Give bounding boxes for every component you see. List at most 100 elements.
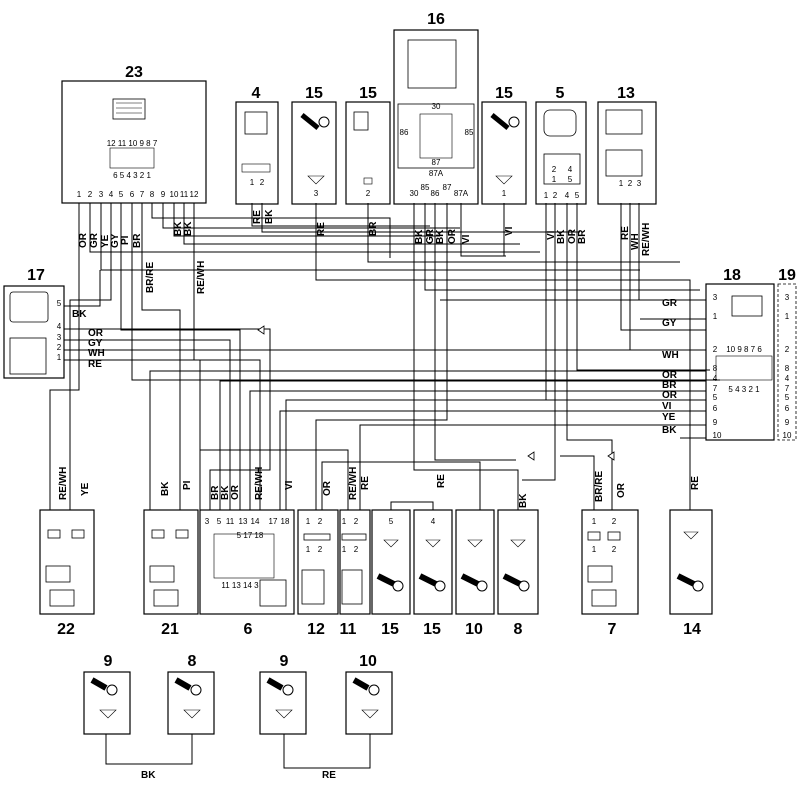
svg-text:VI: VI bbox=[461, 234, 472, 244]
svg-text:8: 8 bbox=[514, 621, 523, 638]
svg-text:RE: RE bbox=[690, 476, 701, 490]
component-9a: 9 bbox=[83, 653, 131, 735]
svg-text:BK: BK bbox=[183, 221, 194, 236]
svg-text:WH: WH bbox=[662, 350, 679, 361]
svg-text:BK: BK bbox=[556, 229, 567, 244]
svg-text:12: 12 bbox=[190, 190, 199, 199]
svg-text:8: 8 bbox=[150, 190, 155, 199]
svg-text:1: 1 bbox=[57, 353, 62, 362]
svg-text:9: 9 bbox=[161, 190, 166, 199]
svg-text:1: 1 bbox=[592, 517, 597, 526]
svg-text:BR: BR bbox=[577, 229, 588, 244]
svg-text:10: 10 bbox=[359, 653, 377, 670]
svg-text:BK: BK bbox=[435, 229, 446, 244]
svg-text:17: 17 bbox=[269, 517, 278, 526]
svg-text:15: 15 bbox=[359, 85, 377, 102]
svg-text:VI: VI bbox=[662, 401, 672, 412]
svg-text:21: 21 bbox=[161, 621, 179, 638]
svg-text:RE/WH: RE/WH bbox=[196, 261, 207, 294]
svg-text:87A: 87A bbox=[429, 169, 444, 178]
svg-text:7: 7 bbox=[713, 384, 718, 393]
svg-text:22: 22 bbox=[57, 621, 75, 638]
component-8b: 8 bbox=[167, 653, 215, 735]
component-6: 3 5 11 13 14 17 18 5 17 18 11 13 14 3 6 bbox=[199, 509, 295, 638]
svg-text:2: 2 bbox=[785, 345, 790, 354]
svg-text:3: 3 bbox=[713, 293, 718, 302]
svg-text:85: 85 bbox=[465, 128, 474, 137]
svg-text:2: 2 bbox=[318, 545, 323, 554]
svg-text:15: 15 bbox=[423, 621, 441, 638]
svg-text:OR: OR bbox=[616, 482, 627, 498]
svg-text:BK: BK bbox=[173, 221, 184, 236]
svg-text:4: 4 bbox=[57, 322, 62, 331]
component-15d: 5 15 bbox=[371, 509, 411, 638]
svg-text:2: 2 bbox=[318, 517, 323, 526]
svg-text:2: 2 bbox=[612, 545, 617, 554]
svg-text:10: 10 bbox=[713, 431, 722, 440]
svg-text:4: 4 bbox=[785, 374, 790, 383]
svg-text:9: 9 bbox=[104, 653, 113, 670]
svg-text:2: 2 bbox=[366, 189, 371, 198]
svg-text:OR: OR bbox=[662, 390, 678, 401]
svg-text:4: 4 bbox=[109, 190, 114, 199]
svg-text:OR: OR bbox=[322, 480, 333, 496]
svg-text:2: 2 bbox=[612, 517, 617, 526]
svg-text:1: 1 bbox=[713, 312, 718, 321]
svg-text:3: 3 bbox=[57, 333, 62, 342]
svg-text:OR: OR bbox=[230, 484, 241, 500]
svg-text:19: 19 bbox=[778, 267, 796, 284]
svg-text:4: 4 bbox=[568, 165, 573, 174]
svg-text:BR: BR bbox=[662, 380, 677, 391]
svg-text:OR: OR bbox=[662, 370, 678, 381]
svg-text:YE: YE bbox=[662, 412, 676, 423]
svg-text:11: 11 bbox=[226, 517, 235, 526]
svg-text:12: 12 bbox=[307, 621, 325, 638]
svg-text:4: 4 bbox=[431, 517, 436, 526]
svg-text:RE/WH: RE/WH bbox=[641, 223, 652, 256]
svg-text:BK: BK bbox=[220, 485, 231, 500]
svg-text:13: 13 bbox=[239, 517, 248, 526]
svg-text:BK: BK bbox=[662, 425, 677, 436]
header-bottom: 6 5 4 3 2 1 bbox=[113, 171, 151, 180]
svg-text:OR: OR bbox=[447, 228, 458, 244]
wire-labels: OR GR YE GY PI BR BK BK RE/WH BR/RE RE B… bbox=[58, 209, 701, 781]
svg-text:6: 6 bbox=[713, 404, 718, 413]
component-18: 18 10 9 8 7 6 5 4 3 2 1 3 1 2 8 4 7 5 6 … bbox=[705, 267, 775, 441]
svg-text:5: 5 bbox=[785, 393, 790, 402]
svg-text:1: 1 bbox=[342, 545, 347, 554]
svg-text:4: 4 bbox=[252, 85, 261, 102]
svg-text:86: 86 bbox=[400, 128, 409, 137]
svg-text:3: 3 bbox=[785, 293, 790, 302]
svg-text:RE/WH: RE/WH bbox=[348, 467, 359, 500]
svg-text:5: 5 bbox=[568, 175, 573, 184]
svg-text:17: 17 bbox=[27, 267, 45, 284]
component-number: 23 bbox=[125, 64, 143, 81]
svg-text:RE: RE bbox=[436, 474, 447, 488]
svg-text:BR: BR bbox=[210, 485, 221, 500]
svg-text:3: 3 bbox=[314, 189, 319, 198]
component-15b: 15 2 bbox=[345, 85, 391, 205]
component-16: 16 30 86 85 87 87A 30 85 86 87 87A bbox=[393, 11, 479, 205]
svg-text:87: 87 bbox=[443, 183, 452, 192]
svg-text:9: 9 bbox=[785, 418, 790, 427]
svg-text:YE: YE bbox=[100, 234, 111, 248]
svg-text:2: 2 bbox=[354, 517, 359, 526]
svg-text:5: 5 bbox=[575, 191, 580, 200]
svg-text:GR: GR bbox=[662, 298, 678, 309]
svg-text:1: 1 bbox=[306, 517, 311, 526]
svg-text:YE: YE bbox=[80, 482, 91, 496]
svg-text:18: 18 bbox=[281, 517, 290, 526]
header-top: 12 11 10 9 8 7 bbox=[107, 139, 158, 148]
svg-text:BK: BK bbox=[264, 209, 275, 224]
svg-text:GR: GR bbox=[425, 228, 436, 244]
component-15a: 15 3 bbox=[291, 85, 337, 205]
svg-text:8: 8 bbox=[785, 364, 790, 373]
component-23: 23 12 11 10 9 8 7 6 5 4 3 2 1 1 2 3 4 5 … bbox=[61, 64, 207, 204]
wires bbox=[49, 203, 720, 769]
svg-text:RE: RE bbox=[360, 476, 371, 490]
component-10a: 10 bbox=[455, 509, 495, 638]
component-7: 1 2 1 2 7 bbox=[581, 509, 639, 638]
svg-text:9: 9 bbox=[280, 653, 289, 670]
svg-text:GR: GR bbox=[89, 232, 100, 248]
svg-text:VI: VI bbox=[504, 226, 515, 236]
